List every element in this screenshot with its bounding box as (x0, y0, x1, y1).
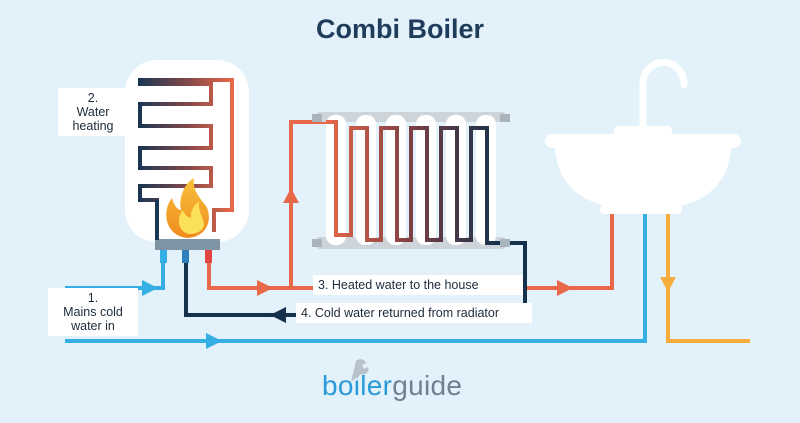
label-heated-water: 3. Heated water to the house (313, 275, 523, 295)
label-line: Mains cold (63, 305, 123, 319)
label-cold-water-returned: 4. Cold water returned from radiator (296, 303, 532, 323)
label-mains-cold-water: 1. Mains cold water in (48, 288, 138, 336)
diagram-title: Combi Boiler (315, 14, 484, 44)
label-line: 2. (87, 91, 99, 105)
hot-arrow-head (257, 280, 273, 296)
cold-arrow-head (142, 280, 158, 296)
label-line: heating (72, 119, 114, 133)
wrench-icon (348, 359, 369, 382)
sink (545, 59, 741, 214)
flame-icon (166, 178, 209, 238)
tap-arrow-head (660, 277, 676, 292)
label-line: water in (71, 319, 115, 333)
logo-part-guide: guide (392, 370, 463, 401)
heating-coil (138, 78, 234, 232)
hot-arrow-head (557, 280, 573, 296)
radiator (312, 112, 510, 249)
hot-arrow-head (283, 188, 299, 203)
tap-water-pipe (666, 213, 750, 343)
radiator-coil (326, 120, 500, 245)
label-line: 1. (87, 291, 99, 305)
boilerguide-logo: boilerguide (322, 370, 462, 402)
label-line: Water (76, 105, 110, 119)
return-arrow-head (270, 307, 286, 323)
label-water-heating: 2. Water heating (58, 88, 128, 136)
cold-arrow-head (206, 333, 222, 349)
